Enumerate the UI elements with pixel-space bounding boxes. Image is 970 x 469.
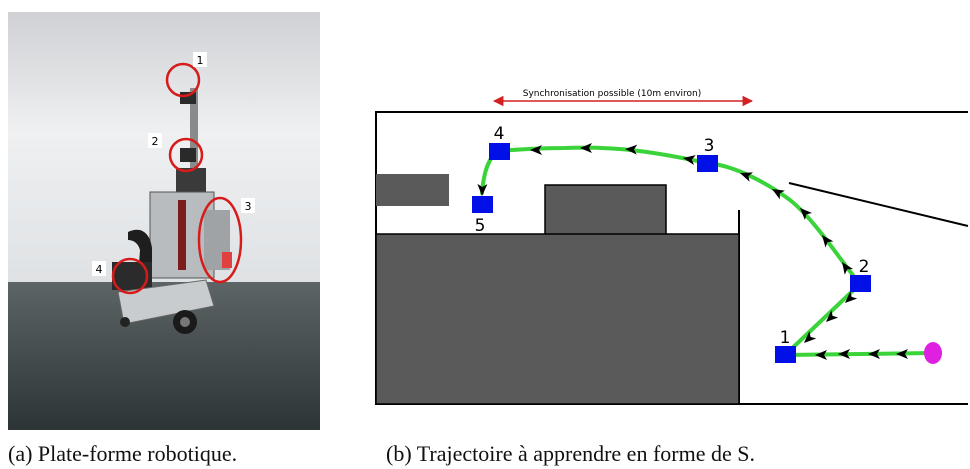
- obstacle-top: [544, 184, 667, 236]
- path-arrow: [896, 349, 908, 359]
- robot-base: [117, 279, 215, 325]
- caption-a: (a) Plate-forme robotique.: [8, 441, 238, 466]
- path-arrow: [868, 349, 880, 359]
- path-arrow: [740, 172, 753, 182]
- path-arrow: [625, 144, 638, 155]
- path-arrow: [530, 145, 542, 155]
- waypoint-label-3: 3: [704, 136, 715, 156]
- path-arrow: [683, 155, 696, 166]
- photo-marker-1: [165, 62, 201, 98]
- sync-label: Synchronisation possible (10m environ): [523, 89, 702, 99]
- obstacle-left: [376, 174, 449, 206]
- path-arrow: [838, 349, 850, 359]
- photo-label-1: 1: [197, 54, 204, 67]
- waypoint-label-2: 2: [859, 257, 870, 277]
- path-arrow: [845, 291, 858, 303]
- waypoint-3: [697, 155, 718, 172]
- trajectory-map: Synchronisation possible (10m environ): [375, 89, 969, 405]
- path-arrow: [826, 310, 839, 322]
- path-arrow: [804, 331, 817, 343]
- path-arrow: [800, 208, 813, 221]
- path-arrow: [580, 143, 592, 153]
- waypoint-5: [472, 196, 493, 213]
- path-arrows: [477, 143, 908, 360]
- photo-label-3: 3: [245, 200, 252, 213]
- waypoint-2: [850, 275, 871, 292]
- waypoint-1: [775, 346, 796, 363]
- waypoint-label-1: 1: [780, 328, 791, 348]
- path-arrow: [842, 262, 853, 275]
- path-arrow: [772, 189, 785, 200]
- caption-b: (b) Trajectoire à apprendre en forme de …: [386, 441, 755, 466]
- diagonal-wall: [788, 182, 969, 227]
- photo-marker-3: [197, 196, 243, 284]
- waypoint-label-5: 5: [475, 216, 486, 236]
- photo-label-2: 2: [152, 135, 159, 148]
- start-point: [924, 342, 942, 364]
- path-arrow: [822, 235, 834, 248]
- waypoint-label-4: 4: [494, 124, 505, 144]
- photo-marker-4: [111, 257, 149, 295]
- photo-label-4: 4: [96, 263, 103, 276]
- robot-photo: 1 2 3 4: [8, 12, 320, 430]
- photo-marker-2: [168, 137, 204, 173]
- path-arrow: [477, 183, 488, 196]
- robot-mast: [190, 88, 198, 188]
- path-arrow: [815, 350, 827, 360]
- obstacle-large: [375, 233, 740, 405]
- waypoint-4: [489, 143, 510, 160]
